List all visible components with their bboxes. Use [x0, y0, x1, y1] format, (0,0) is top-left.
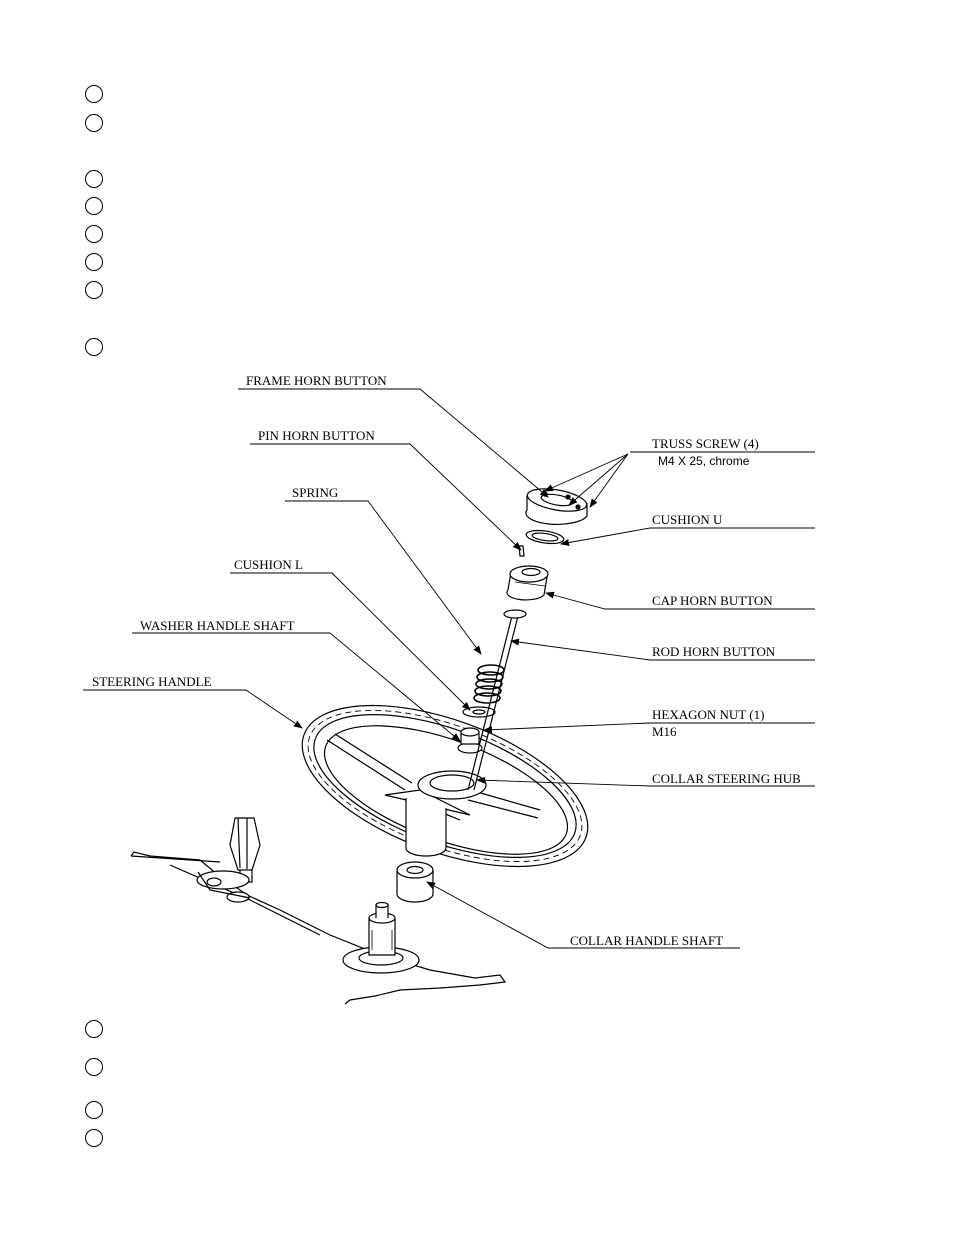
step-checkbox-10[interactable]	[85, 1058, 103, 1076]
label-pin-horn-button: PIN HORN BUTTON	[258, 428, 375, 443]
cap-horn-button-part	[506, 565, 549, 601]
pin-horn-button-part	[518, 545, 525, 557]
label-collar-handle-shaft: COLLAR HANDLE SHAFT	[570, 933, 723, 948]
label-washer-handle-shaft: WASHER HANDLE SHAFT	[140, 618, 295, 633]
label-frame-horn-button: FRAME HORN BUTTON	[246, 373, 387, 388]
column-base	[342, 901, 420, 974]
step-checkbox-12[interactable]	[85, 1129, 103, 1147]
parts-drawing	[130, 488, 589, 1005]
step-checkbox-5[interactable]	[85, 225, 103, 243]
step-checkbox-9[interactable]	[85, 1020, 103, 1038]
frame-horn-button-part	[525, 488, 588, 525]
step-checkbox-11[interactable]	[85, 1101, 103, 1119]
leader-lines	[83, 388, 815, 949]
label-steering-handle: STEERING HANDLE	[92, 674, 212, 689]
label-cap-horn-button: CAP HORN BUTTON	[652, 593, 773, 608]
spring-coil	[473, 664, 505, 704]
collar-handle-shaft-part	[396, 861, 434, 903]
label-cushion-u: CUSHION U	[652, 512, 723, 527]
label-cushion-l: CUSHION L	[234, 557, 303, 572]
label-collar-steering-hub: COLLAR STEERING HUB	[652, 771, 801, 786]
callout-labels: FRAME HORN BUTTON PIN HORN BUTTON SPRING…	[92, 373, 801, 948]
label-truss-screw-spec: M4 X 25, chrome	[658, 454, 750, 468]
step-checkbox-3[interactable]	[85, 170, 103, 188]
label-hexagon-nut-spec: M16	[652, 724, 677, 739]
label-hexagon-nut: HEXAGON NUT (1)	[652, 707, 764, 722]
cushion-u-part	[525, 529, 565, 545]
step-checkbox-7[interactable]	[85, 281, 103, 299]
label-truss-screw: TRUSS SCREW (4)	[652, 436, 759, 451]
step-checkbox-8[interactable]	[85, 338, 103, 356]
nut-and-washer	[457, 706, 496, 754]
step-checkbox-2[interactable]	[85, 114, 103, 132]
floor-panel	[130, 851, 507, 1005]
step-checkbox-4[interactable]	[85, 197, 103, 215]
label-spring: SPRING	[292, 485, 338, 500]
label-rod-horn-button: ROD HORN BUTTON	[652, 644, 776, 659]
shift-lever	[196, 817, 261, 903]
steering-wheel	[301, 704, 589, 868]
step-checkbox-1[interactable]	[85, 85, 103, 103]
step-checkbox-6[interactable]	[85, 253, 103, 271]
